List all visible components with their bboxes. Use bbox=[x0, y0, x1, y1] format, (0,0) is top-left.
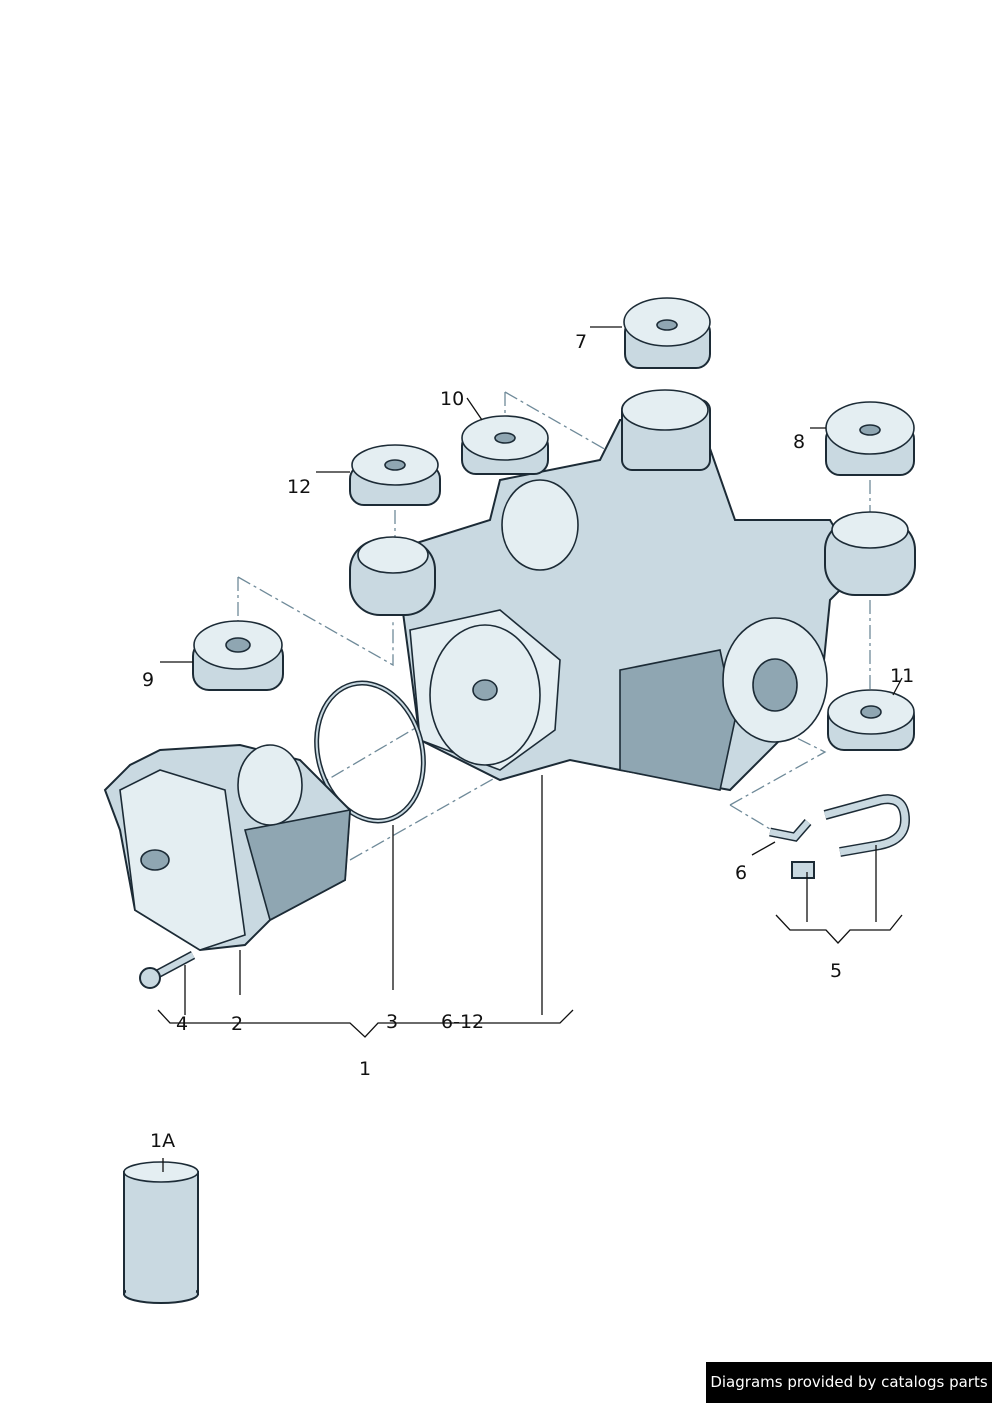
callout-11: 11 bbox=[890, 665, 914, 687]
callout-12: 12 bbox=[287, 476, 311, 498]
breather-hose bbox=[769, 794, 911, 879]
callout-6: 6 bbox=[735, 862, 747, 884]
callout-10: 10 bbox=[440, 388, 464, 410]
oil-can-1A bbox=[123, 1161, 199, 1304]
mount-7 bbox=[623, 297, 711, 369]
bolt-4 bbox=[139, 951, 196, 989]
mount-9 bbox=[192, 620, 284, 691]
mount-12 bbox=[349, 444, 441, 506]
callout-8: 8 bbox=[793, 431, 805, 453]
credit-banner: Diagrams provided by catalogs parts bbox=[706, 1362, 992, 1403]
leader-lines bbox=[157, 326, 903, 1172]
callout-3: 3 bbox=[386, 1011, 398, 1033]
differential-housing bbox=[349, 389, 916, 792]
callout-1: 1 bbox=[359, 1058, 371, 1080]
mount-10 bbox=[461, 415, 549, 475]
callout-6-12: 6-12 bbox=[441, 1011, 484, 1033]
callout-7: 7 bbox=[575, 331, 587, 353]
callout-labels: 1 1A 2 3 4 5 6 6-12 7 8 9 10 11 12 bbox=[142, 331, 914, 1152]
callout-1A: 1A bbox=[150, 1130, 175, 1152]
callout-9: 9 bbox=[142, 669, 154, 691]
mount-11 bbox=[827, 689, 915, 751]
callout-2: 2 bbox=[231, 1013, 243, 1035]
callout-4: 4 bbox=[176, 1013, 188, 1035]
mount-8 bbox=[825, 401, 915, 476]
pump-unit-2 bbox=[103, 743, 352, 952]
callout-5: 5 bbox=[830, 960, 842, 982]
